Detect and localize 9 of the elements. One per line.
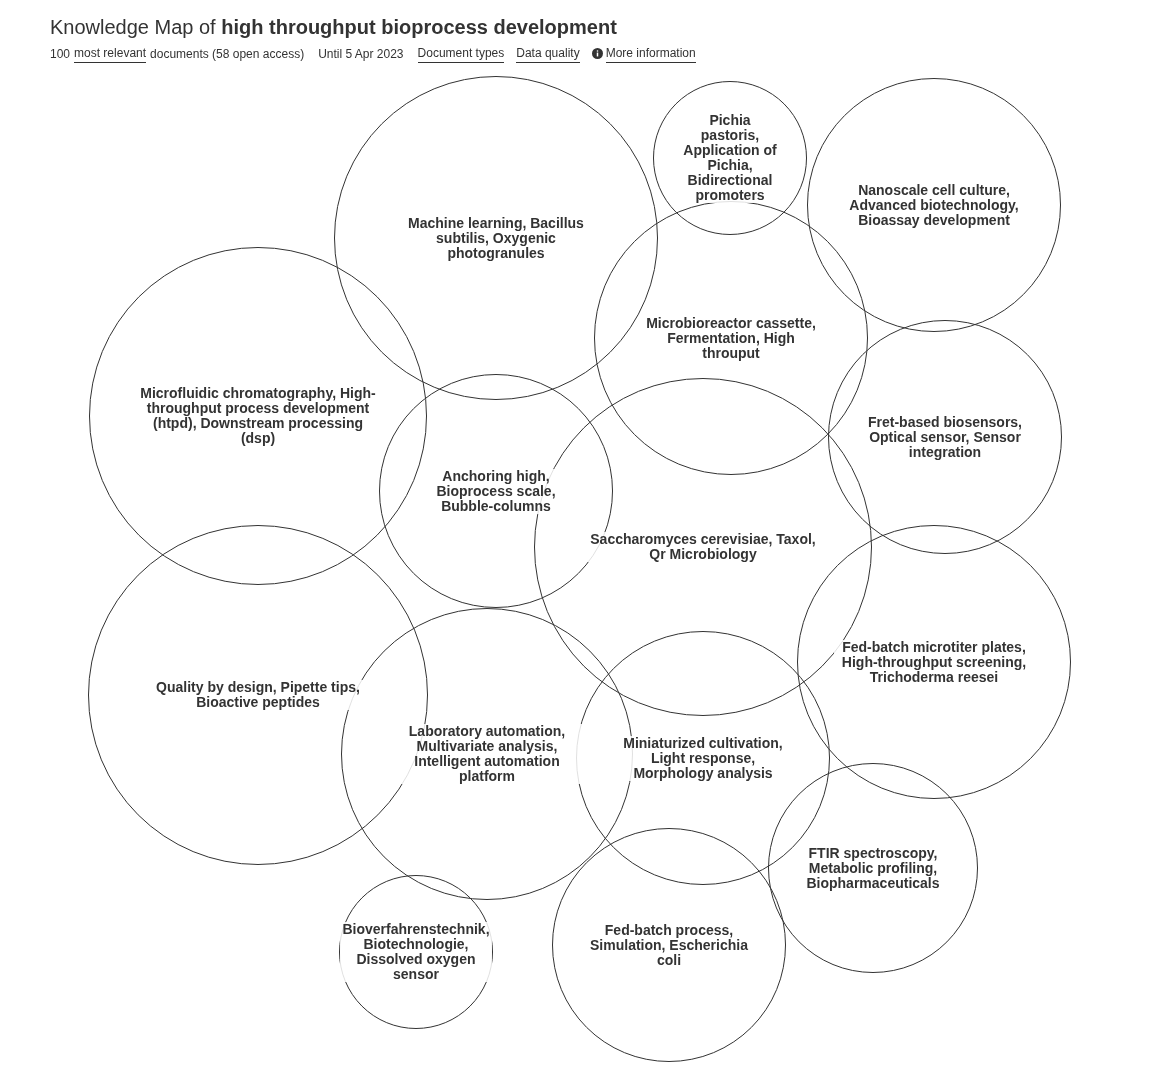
- link: More information: [605, 44, 696, 63]
- map-title: Knowledge Map of high throughput bioprocess development: [50, 15, 618, 40]
- link: Data quality: [516, 44, 580, 63]
- topic-label: Bioverfahrenstechnik, Biotechnologie, Dissolved oxygen sensor: [340, 922, 492, 982]
- link: most relevant: [74, 44, 147, 63]
- meta-text: documents (58 open access): [150, 45, 305, 63]
- link: Document types: [417, 44, 505, 63]
- meta-text: Until 5 Apr 2023: [318, 45, 404, 63]
- meta-text: 100: [50, 45, 71, 63]
